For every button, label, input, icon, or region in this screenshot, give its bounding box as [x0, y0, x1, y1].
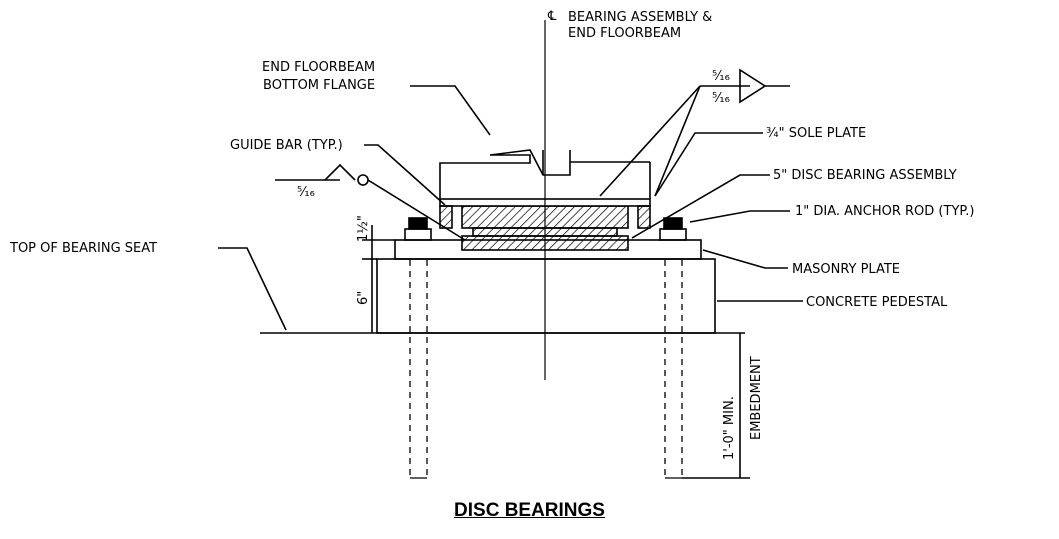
leader-anchor-rod: [689, 210, 790, 223]
guide-bar-label: GUIDE BAR (TYP.): [230, 138, 343, 153]
weld-arrow-2: [654, 85, 701, 197]
anchor-nut-left: [404, 228, 432, 241]
anchor-rod-top-left: [408, 217, 428, 230]
guide-bar-left: [439, 205, 453, 229]
dim-embed-label-2: EMBEDMENT: [749, 356, 764, 440]
concrete-pedestal: [376, 258, 716, 334]
leader-masonry-plate: [702, 249, 788, 269]
masonry-plate-label: MASONRY PLATE: [792, 262, 900, 277]
weld-top-size: ⁵⁄₁₆: [712, 69, 730, 84]
weld-bottom-size: ⁵⁄₁₆: [712, 91, 730, 106]
weld-left-size: ⁵⁄₁₆: [297, 185, 315, 200]
leader-disc-bearing: [631, 174, 770, 239]
anchor-nut-right: [659, 228, 687, 241]
dim-1-5-label: 1½": [356, 215, 371, 242]
disc-bearing-label: 5" DISC BEARING ASSEMBLY: [773, 168, 957, 183]
anchor-rod-label: 1" DIA. ANCHOR ROD (TYP.): [795, 204, 974, 219]
leader-sole-plate: [654, 132, 763, 197]
anchor-rod-left: [409, 260, 428, 479]
leader-bearing-seat: [218, 247, 287, 331]
weld-arrow-1: [599, 85, 701, 197]
dim-6-label: 6": [356, 291, 371, 305]
bearing-seat-label: TOP OF BEARING SEAT: [9, 241, 157, 256]
leader-floorbeam: [410, 85, 491, 136]
sole-plate-label: ¾" SOLE PLATE: [766, 126, 866, 141]
concrete-pedestal-label: CONCRETE PEDESTAL: [806, 295, 948, 310]
cl-symbol: ℄: [547, 9, 557, 24]
drawing-title: DISC BEARINGS: [454, 500, 605, 521]
floorbeam-label-2: BOTTOM FLANGE: [263, 78, 375, 93]
anchor-rod-top-right: [663, 217, 683, 230]
dim-embed-label-1: 1'-0" MIN.: [722, 396, 737, 460]
weld-left-arrow: [367, 179, 466, 241]
anchor-rod-right: [664, 260, 683, 479]
floorbeam-label-1: END FLOORBEAM: [262, 60, 375, 75]
leader-guide-bar: [364, 144, 446, 206]
cl-label-2: END FLOORBEAM: [568, 26, 681, 41]
weld-left-fillet: [324, 163, 356, 181]
cl-label-1: BEARING ASSEMBLY &: [568, 10, 712, 25]
floorbeam-flange: [439, 149, 571, 199]
weld-all-around: [357, 174, 369, 186]
guide-bar-right: [637, 205, 651, 229]
